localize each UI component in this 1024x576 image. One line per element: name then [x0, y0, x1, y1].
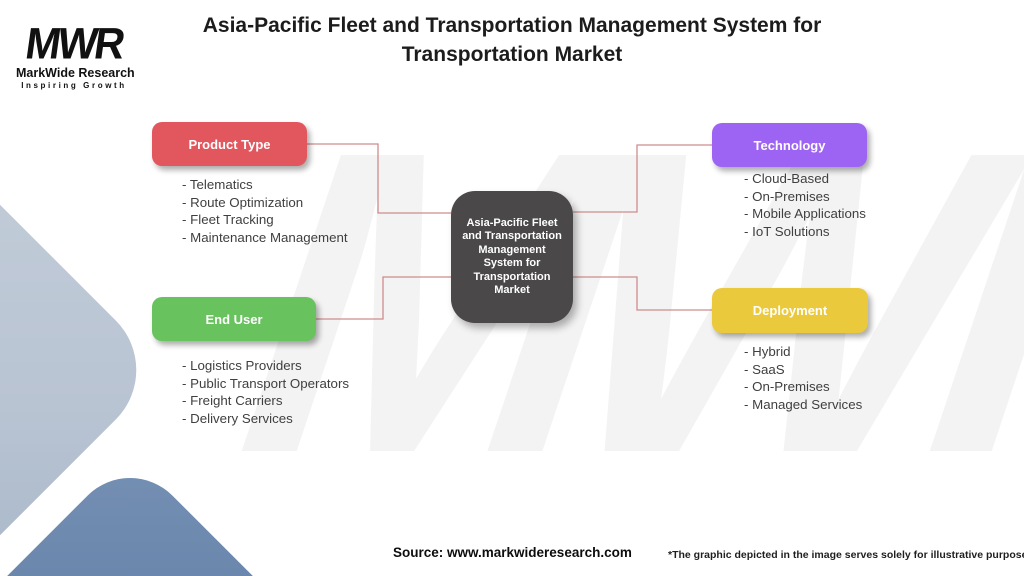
list-item: - Cloud-Based [744, 171, 829, 186]
connector-product-type [307, 143, 451, 214]
markwide-logo: MWR MarkWide Research Inspiring Growth [16, 18, 135, 90]
deployment-label: Deployment [752, 303, 828, 318]
list-item: - On-Premises [744, 188, 830, 204]
connector-deployment [573, 276, 712, 311]
list-item: - Route Optimization [182, 194, 304, 210]
product-type-list: - Telematics - Route Optimization - Flee… [182, 176, 348, 246]
disclaimer-text: *The graphic depicted in the image serve… [668, 549, 1024, 561]
source-text: Source: www.markwideresearch.com [393, 545, 632, 560]
list-item: - Freight Carriers [182, 393, 283, 409]
deployment-list: - Hybrid - SaaS - On-Premises - Managed … [744, 343, 862, 413]
deployment-box: Deployment [712, 288, 868, 333]
list-item: - Delivery Services [182, 410, 293, 426]
technology-label: Technology [753, 137, 826, 153]
logo-acronym: MWR [22, 18, 126, 69]
list-item: - Public Transport Operators [182, 375, 350, 391]
list-item: - Logistics Providers [182, 358, 302, 373]
list-item: - Telematics [182, 177, 253, 192]
list-item: - Hybrid [744, 344, 791, 359]
list-item: - IoT Solutions [744, 223, 830, 239]
list-item: - Fleet Tracking [182, 212, 274, 228]
central-market-node: Asia-Pacific Fleet and Transportation Ma… [451, 191, 573, 323]
list-item: - Maintenance Management [182, 229, 348, 245]
connector-technology [573, 144, 712, 213]
logo-name: MarkWide Research [16, 66, 135, 80]
page-title: Asia-Pacific Fleet and Transportation Ma… [202, 14, 822, 66]
product-type-label: Product Type [188, 136, 271, 152]
connector-end-user [316, 276, 451, 320]
list-item: - Managed Services [744, 396, 863, 412]
end-user-list: - Logistics Providers - Public Transport… [182, 357, 349, 427]
list-item: - SaaS [744, 361, 785, 377]
end-user-box: End User [152, 297, 316, 341]
technology-list: - Cloud-Based - On-Premises - Mobile App… [744, 170, 866, 240]
logo-tagline: Inspiring Growth [21, 81, 127, 90]
list-item: - On-Premises [744, 379, 830, 395]
list-item: - Mobile Applications [744, 206, 866, 222]
product-type-box: Product Type [152, 122, 307, 166]
end-user-label: End User [205, 311, 263, 327]
central-market-label: Asia-Pacific Fleet and Transportation Ma… [462, 216, 562, 297]
technology-box: Technology [712, 123, 867, 167]
